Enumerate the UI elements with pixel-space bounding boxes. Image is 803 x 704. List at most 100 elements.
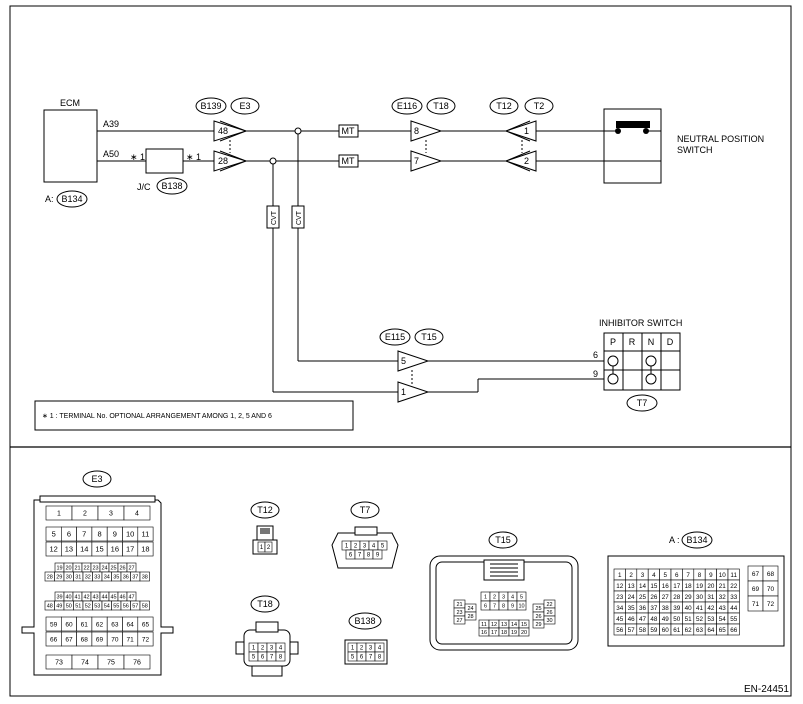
pin-number: 4 (378, 646, 382, 652)
pin-number: 70 (111, 636, 119, 643)
pos-n: N (648, 337, 655, 347)
pin-number: 61 (81, 621, 89, 628)
pin-number: 38 (142, 574, 148, 580)
pin-number: 40 (65, 594, 71, 600)
pin-number: 1 (252, 646, 256, 652)
pin-number: 18 (685, 583, 693, 590)
pin-number: 48 (47, 603, 53, 609)
pin-number: 66 (730, 627, 738, 634)
pin-number: 12 (616, 583, 624, 590)
pin-number: 19 (56, 565, 62, 571)
pin-number: 6 (67, 530, 71, 539)
pin-5: 5 (401, 356, 406, 366)
pin-48: 48 (218, 126, 228, 136)
pin-number: 19 (696, 583, 704, 590)
pin-number: 57 (628, 627, 636, 634)
pin-cell (374, 651, 385, 662)
pin-number: 66 (50, 636, 58, 643)
pin-number: 17 (491, 630, 497, 636)
jc-ref-oval (156, 177, 188, 195)
pin-number: 9 (511, 603, 514, 609)
pin-number: 67 (752, 571, 760, 578)
cvt-label-1: CVT (271, 210, 278, 225)
pin-number: 31 (75, 574, 81, 580)
pin-number: 41 (696, 605, 704, 612)
pin-number: 67 (65, 636, 73, 643)
pin-cell (372, 549, 383, 560)
pin-number: 53 (94, 603, 100, 609)
pin-number: 47 (639, 616, 647, 623)
pin-number: 3 (502, 594, 505, 600)
pin-cell (264, 541, 273, 553)
pin-number: 34 (104, 574, 110, 580)
pin-number: 24 (628, 594, 636, 601)
diagram-id: EN-24451 (744, 684, 789, 695)
pin-number: 30 (696, 594, 704, 601)
pin-number: 55 (113, 603, 119, 609)
pos-d: D (667, 337, 674, 347)
pin-number: 56 (616, 627, 624, 634)
pin-number: 5 (664, 572, 668, 579)
ecm-box (43, 109, 98, 183)
pin-number: 20 (65, 565, 71, 571)
mt-label-2: MT (342, 156, 355, 166)
pin-number: 35 (113, 574, 119, 580)
pin-number: 54 (104, 603, 110, 609)
pin-number: 45 (616, 616, 624, 623)
pin-number: 5 (252, 655, 256, 661)
ref-t2: T2 (534, 101, 545, 111)
pin-number: 22 (83, 565, 89, 571)
pin-number: 15 (521, 622, 527, 628)
jc-box (145, 148, 184, 174)
ref-e116: E116 (397, 101, 417, 111)
pin-number: 21 (456, 602, 462, 608)
pin-a50: A50 (103, 149, 119, 159)
inhibitor-label: INHIBITOR SWITCH (599, 318, 682, 328)
pin-number: 28 (47, 574, 53, 580)
pin-number: 13 (628, 583, 636, 590)
pin-number: 17 (673, 583, 681, 590)
pin-number: 12 (491, 622, 497, 628)
pin-number: 71 (752, 601, 760, 608)
pin-number: 52 (696, 616, 704, 623)
pin-number: 6 (484, 603, 487, 609)
pin-number: 51 (75, 603, 81, 609)
pin-number: 7 (270, 655, 274, 661)
b134-title: B134 (686, 535, 707, 545)
pin-number: 52 (85, 603, 91, 609)
ecm-ref-prefix: A: (45, 194, 54, 204)
pin-number: 59 (50, 621, 58, 628)
pin-number: 49 (56, 603, 62, 609)
pin-number: 74 (81, 660, 89, 667)
pin-number: 37 (132, 574, 138, 580)
pin-number: 48 (650, 616, 658, 623)
pin-number: 5 (52, 530, 56, 539)
pin-number: 35 (628, 605, 636, 612)
pin-number: 76 (133, 660, 141, 667)
pin-cell (516, 600, 527, 611)
pin-number: 73 (55, 660, 63, 667)
pin-number: 37 (650, 605, 658, 612)
pin-number: 18 (141, 545, 149, 554)
pin-number: 7 (686, 572, 690, 579)
pin-number: 2 (83, 511, 87, 518)
pin-number: 39 (673, 605, 681, 612)
pin-number: 42 (83, 594, 89, 600)
pin-number: 7 (493, 603, 496, 609)
pin-number: 5 (381, 544, 385, 550)
pos-r: R (629, 337, 636, 347)
pin-number: 46 (119, 594, 125, 600)
pin-number: 43 (719, 605, 727, 612)
pin-number: 58 (142, 603, 148, 609)
pin-number: 3 (109, 511, 113, 518)
pin-number: 1 (345, 544, 349, 550)
pin-number: 36 (639, 605, 647, 612)
pin-number: 11 (142, 530, 150, 539)
pin-number: 7 (82, 530, 86, 539)
pin-number: 29 (685, 594, 693, 601)
pin-number: 10 (518, 603, 524, 609)
pin-number: 60 (662, 627, 670, 634)
pin-number: 2 (261, 646, 265, 652)
